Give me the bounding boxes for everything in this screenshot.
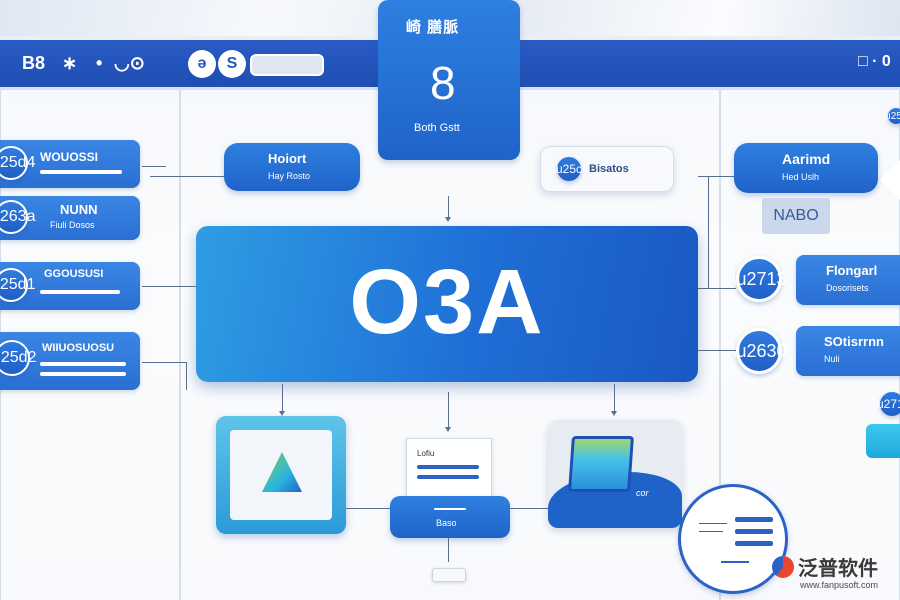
left-list-item-1[interactable]: \u25d4 WOUOSSI [0, 140, 140, 188]
top-bar-search-field[interactable] [250, 54, 324, 76]
left-mid-card-sub: Hay Rosto [268, 171, 311, 181]
top-center-card[interactable]: 崎 膳脈 8 Both Gstt [378, 0, 520, 160]
search-chip[interactable]: \u25cf Bisatos [540, 146, 674, 192]
hero-title: O3A [349, 251, 545, 353]
bottom-right-caption: cor [636, 488, 649, 498]
connector-left-3 [142, 286, 196, 287]
edge-teal-tab[interactable] [866, 424, 900, 458]
left-list-item-4-line-1 [40, 362, 126, 366]
top-bar-refresh-icon[interactable]: ə [188, 50, 216, 78]
top-bar-dot-icon[interactable]: • [96, 53, 103, 73]
top-card-header: 崎 膳脈 [406, 19, 460, 36]
connector-left-1 [142, 166, 166, 167]
left-list-item-4[interactable]: \u25d2 WIIUOSUOSU [0, 332, 140, 390]
left-list-item-2-title: NUNN [60, 202, 98, 217]
left-list-item-4-title: WIIUOSUOSU [42, 342, 115, 354]
bottom-scroll-handle[interactable] [432, 568, 466, 582]
left-list-item-1-line [40, 170, 122, 174]
right-top-card[interactable]: Aarimd Hed Uslh [734, 143, 878, 193]
check-circle-icon[interactable]: \u2713 [731, 256, 787, 302]
document-line-1 [417, 465, 479, 469]
left-list-item-1-title: WOUOSSI [40, 150, 99, 164]
document-line-2 [417, 475, 479, 479]
right-list-item-2-sub: Nuli [824, 354, 840, 364]
top-bar-sync-icon[interactable]: S [218, 50, 246, 78]
bottom-action-button[interactable]: Baso [390, 496, 510, 538]
connector-left-2 [150, 176, 224, 177]
right-top-card-sub: Hed Uslh [782, 172, 820, 182]
connector-bottom-left [279, 384, 285, 416]
menu-line-2 [735, 529, 773, 534]
connector-bottom-mid [445, 392, 451, 432]
connector-bottom-h1 [346, 508, 390, 509]
menu-short-line-2 [699, 531, 723, 532]
button-line [434, 508, 466, 510]
watermark-brand: 泛普软件 [798, 558, 878, 580]
connector-right-2 [708, 176, 709, 288]
user-circle-icon: \u25d4 [0, 146, 35, 180]
left-list-item-3-title: GGOUSUSI [44, 268, 104, 280]
top-bar-window-controls[interactable]: □ · 0 [858, 53, 891, 70]
left-list-item-2[interactable]: \u263a NUNN Fiuli Dosos [0, 196, 140, 240]
document-card[interactable]: Lofiu [406, 438, 492, 500]
hero-card[interactable]: O3A [196, 226, 698, 382]
left-list-item-3[interactable]: \u25d1 GGOUSUSI [0, 262, 140, 310]
menu-line-1 [735, 517, 773, 522]
connector-left-4 [142, 362, 186, 363]
right-list-item-2-title: SOtisrrnn [824, 334, 884, 349]
menu-dot-line [721, 561, 749, 563]
right-list-item-1[interactable]: Flongarl Dosorisets [796, 255, 900, 305]
bottom-action-button-label: Baso [436, 518, 457, 528]
top-bar-link-icon[interactable]: ◡⊙ [114, 53, 145, 73]
search-chip-label: Bisatos [589, 163, 629, 175]
left-mid-card[interactable]: Hoiort Hay Rosto [224, 143, 360, 191]
menu-short-line-1 [699, 523, 727, 524]
connector-bottom-right [611, 384, 617, 416]
list-circle-icon[interactable]: \u2630 [731, 328, 787, 374]
circular-menu-button[interactable] [678, 484, 788, 594]
top-card-caption: Both Gstt [414, 122, 460, 134]
watermark-logo-icon [772, 556, 794, 578]
left-list-item-3-line [40, 290, 120, 294]
right-top-card-title: Aarimd [782, 151, 831, 167]
globe-icon: \u25cf [553, 157, 585, 181]
bottom-left-tile[interactable] [216, 416, 346, 534]
right-tag-label: NABO [773, 207, 819, 224]
right-list-item-1-sub: Dosorisets [826, 283, 869, 293]
bottom-right-card[interactable]: cor [548, 420, 682, 528]
left-mid-card-title: Hoiort [268, 151, 307, 166]
connector-right-1 [698, 176, 734, 177]
bottom-left-tile-inner [230, 430, 332, 520]
chat-circle-icon: \u25d1 [0, 268, 35, 302]
watermark-url: www.fanpusoft.com [800, 580, 879, 590]
top-bar-star-icon[interactable]: ∗ [62, 53, 78, 73]
connector-bottom-h2 [510, 508, 548, 509]
top-bar-logo-text: B8 [22, 53, 46, 73]
document-label: Lofiu [417, 449, 435, 458]
folder-circle-icon: \u25d2 [0, 340, 36, 376]
refresh-icon-glyph: ə [197, 55, 207, 72]
watermark: 泛普软件 www.fanpusoft.com [772, 552, 896, 596]
menu-line-3 [735, 541, 773, 546]
connector-top-down [445, 196, 451, 222]
connector-right-4 [698, 350, 736, 351]
left-list-item-2-sub: Fiuli Dosos [50, 220, 95, 230]
right-list-item-2[interactable]: SOtisrrnn Nuli [796, 326, 900, 376]
edge-check-icon[interactable]: \u2713 [874, 392, 900, 416]
person-circle-icon: \u263a [0, 200, 35, 234]
edge-info-icon[interactable]: \u25cf [882, 108, 900, 124]
app-logo-icon [262, 452, 302, 492]
connector-bottom-down [448, 538, 449, 562]
top-card-number: 8 [430, 57, 456, 109]
connector-left-5 [186, 362, 187, 390]
bottom-right-tile-icon [568, 436, 634, 492]
right-tag: NABO [762, 198, 830, 234]
left-list-item-4-line-2 [40, 372, 126, 376]
right-list-item-1-title: Flongarl [826, 263, 878, 278]
connector-right-3 [698, 288, 736, 289]
